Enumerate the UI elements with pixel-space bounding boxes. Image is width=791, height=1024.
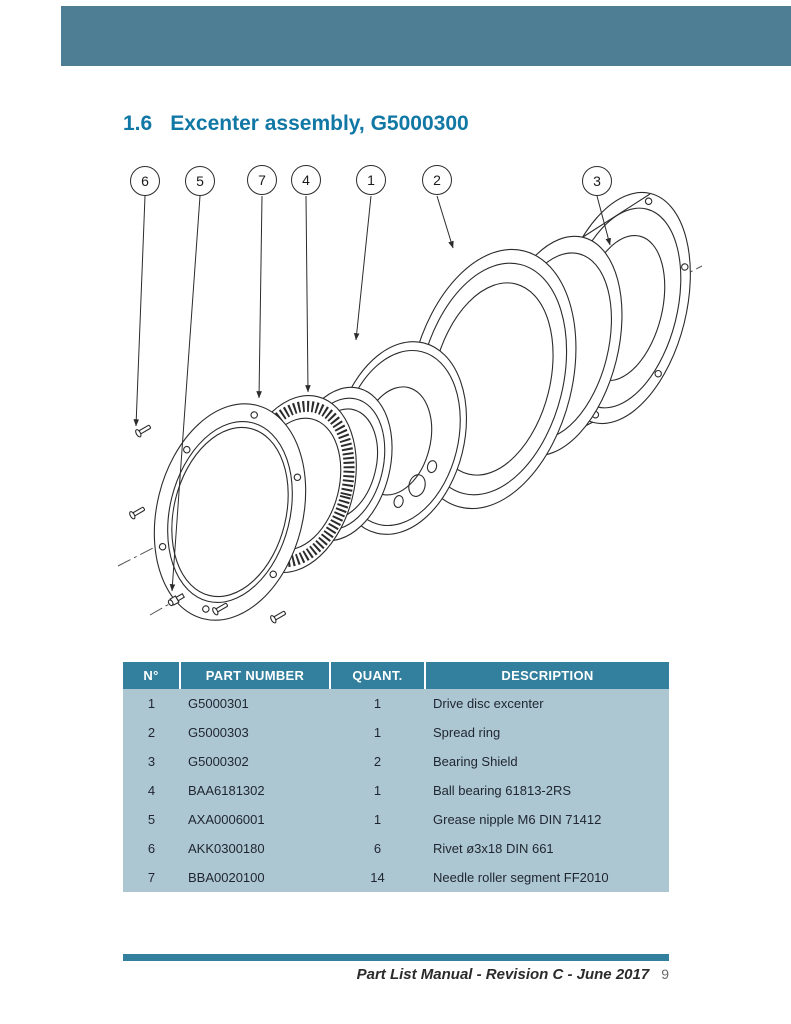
table-row: 2 G5000303 1 Spread ring — [123, 718, 669, 747]
description-cell: Needle roller segment FF2010 — [425, 863, 669, 892]
quantity-cell: 1 — [330, 805, 425, 834]
section-number: 1.6 — [123, 112, 153, 135]
description-cell: Bearing Shield — [425, 747, 669, 776]
table-row: 3 G5000302 2 Bearing Shield — [123, 747, 669, 776]
header-bar — [61, 6, 791, 66]
footer-rule — [123, 954, 669, 961]
row-no: 2 — [123, 718, 180, 747]
quantity-cell: 1 — [330, 776, 425, 805]
page-title: 1.6 Excenter assembly, G5000300 — [123, 112, 469, 136]
table-row: 6 AKK0300180 6 Rivet ø3x18 DIN 661 — [123, 834, 669, 863]
callout-balloon-2: 2 — [422, 165, 452, 195]
quantity-cell: 1 — [330, 718, 425, 747]
callout-balloon-6: 6 — [130, 166, 160, 196]
part-grease-nipple — [167, 593, 186, 607]
col-header-no: N° — [123, 662, 180, 689]
description-cell: Rivet ø3x18 DIN 661 — [425, 834, 669, 863]
part-number-cell: AXA0006001 — [180, 805, 330, 834]
callout-balloon-5: 5 — [185, 166, 215, 196]
page-number: 9 — [661, 966, 669, 982]
description-cell: Ball bearing 61813-2RS — [425, 776, 669, 805]
callout-balloon-4: 4 — [291, 165, 321, 195]
part-number-cell: G5000302 — [180, 747, 330, 776]
table-row: 1 G5000301 1 Drive disc excenter — [123, 689, 669, 718]
quantity-cell: 1 — [330, 689, 425, 718]
part-number-cell: BBA0020100 — [180, 863, 330, 892]
table-row: 7 BBA0020100 14 Needle roller segment FF… — [123, 863, 669, 892]
footer: Part List Manual - Revision C - June 201… — [123, 966, 669, 983]
col-header-description: DESCRIPTION — [424, 662, 669, 689]
table-row: 4 BAA6181302 1 Ball bearing 61813-2RS — [123, 776, 669, 805]
exploded-view-diagram: 6 5 7 4 1 2 3 — [0, 150, 791, 665]
part-rivets — [129, 424, 287, 624]
col-header-part-number: PART NUMBER — [179, 662, 330, 689]
description-cell: Grease nipple M6 DIN 71412 — [425, 805, 669, 834]
part-number-cell: G5000301 — [180, 689, 330, 718]
section-name: Excenter assembly, G5000300 — [170, 112, 469, 135]
table-header-row: N° PART NUMBER QUANT. DESCRIPTION — [123, 662, 669, 689]
callout-leader-lines — [133, 195, 611, 592]
part-front-ring — [153, 403, 307, 621]
quantity-cell: 14 — [330, 863, 425, 892]
quantity-cell: 6 — [330, 834, 425, 863]
row-no: 3 — [123, 747, 180, 776]
quantity-cell: 2 — [330, 747, 425, 776]
row-no: 6 — [123, 834, 180, 863]
footer-title: Part List Manual - Revision C - June 201… — [356, 966, 650, 983]
shield-drum-top-edge — [582, 193, 651, 238]
assembly-drawing — [117, 191, 703, 624]
callout-balloon-1: 1 — [356, 165, 386, 195]
description-cell: Drive disc excenter — [425, 689, 669, 718]
callout-balloon-7: 7 — [247, 165, 277, 195]
parts-table: N° PART NUMBER QUANT. DESCRIPTION 1 G500… — [123, 662, 669, 892]
description-cell: Spread ring — [425, 718, 669, 747]
callout-balloon-3: 3 — [582, 166, 612, 196]
row-no: 7 — [123, 863, 180, 892]
table-row: 5 AXA0006001 1 Grease nipple M6 DIN 7141… — [123, 805, 669, 834]
part-number-cell: G5000303 — [180, 718, 330, 747]
row-no: 4 — [123, 776, 180, 805]
col-header-quantity: QUANT. — [329, 662, 425, 689]
row-no: 5 — [123, 805, 180, 834]
row-no: 1 — [123, 689, 180, 718]
part-number-cell: BAA6181302 — [180, 776, 330, 805]
part-number-cell: AKK0300180 — [180, 834, 330, 863]
